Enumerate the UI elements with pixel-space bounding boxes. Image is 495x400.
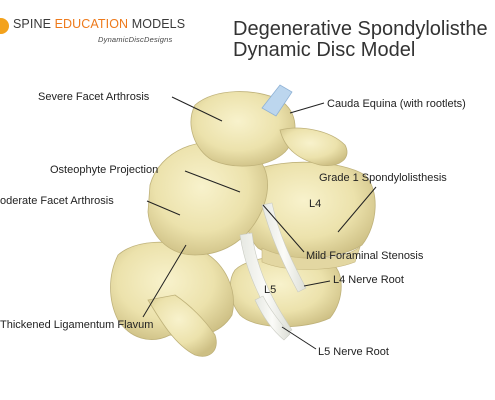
cauda-equina-tube [261,84,293,117]
label-grade1-spondylolisthesis: Grade 1 Spondylolisthesis [319,172,447,184]
logo-wordmark: SPINE EDUCATION MODELS [13,17,185,31]
callout-grade1 [337,186,377,233]
label-l4-nerve-root: L4 Nerve Root [333,274,404,286]
logo-text-models: MODELS [128,17,186,31]
l4-nerve-root-shape [261,202,307,293]
label-cauda-equina: Cauda Equina (with rootlets) [327,98,466,110]
callout-mild-foraminal [262,204,305,253]
label-l5-nerve-root: L5 Nerve Root [318,346,389,358]
logo-subtitle: DynamicDiscDesigns [98,35,173,44]
label-l4-vertebra: L4 [309,198,322,210]
callout-l4-root [303,280,331,287]
label-l5-vertebra: L5 [264,284,277,296]
slide-title-line2: Dynamic Disc Model [233,39,416,61]
logo-mark-icon [0,18,9,34]
callout-cauda-equina [289,102,325,114]
callout-osteophyte [184,170,241,193]
slide-title-line1: Degenerative Spondylolisthe [233,18,488,40]
nerve-root-lower [254,295,291,341]
l5-nerve-root-shape [239,232,293,336]
slide-title: Degenerative Spondylolisthe Dynamic Disc… [233,19,488,61]
lower-spinous-process [147,294,217,357]
callout-l5-root [281,326,317,350]
logo-text-spine: SPINE [13,17,55,31]
label-mild-foraminal-stenosis: Mild Foraminal Stenosis [306,250,424,262]
callout-severe-facet [171,96,223,122]
callout-moderate-facet [146,200,181,216]
transverse-process [279,127,348,166]
logo-text-education: EDUCATION [54,17,129,31]
label-moderate-facet-arthrosis: oderate Facet Arthrosis [0,195,114,207]
label-osteophyte-projection: Osteophyte Projection [50,164,159,176]
label-thickened-ligamentum-flavum: Thickened Ligamentum Flavum [0,319,154,331]
label-severe-facet-arthrosis: Severe Facet Arthrosis [38,91,150,103]
callout-thickened [142,244,187,318]
